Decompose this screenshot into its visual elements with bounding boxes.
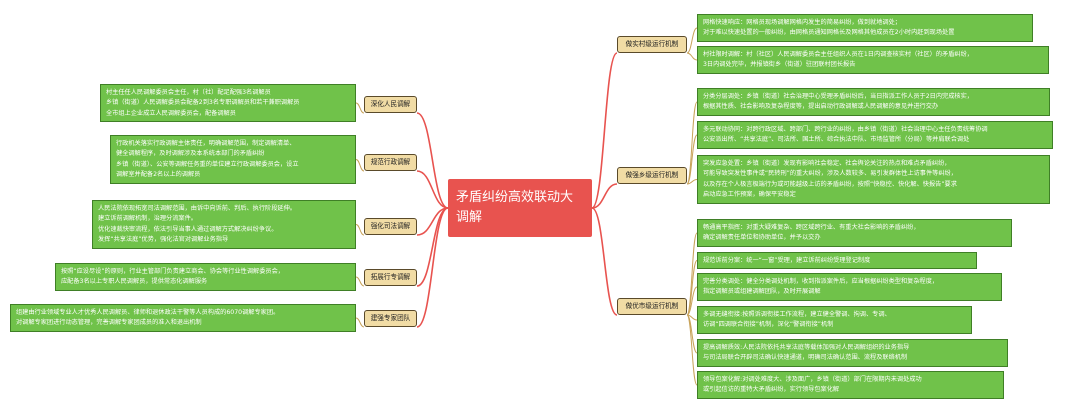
leaf-judicial-1[interactable]: 人民法院依现拓宽司法调解范围，由诉中向诉前、判后、执行阶段延伸。 建立诉前调解机… <box>92 200 356 249</box>
branch-label: 做实村级运行机制 <box>625 40 679 48</box>
leaf-line: 应配备3名以上专职人民调解员，提供常态化调解服务 <box>61 278 208 286</box>
leaf-line: 指定调解员或组建调解团队，及时开展调解 <box>703 288 821 296</box>
leaf-administrative-1[interactable]: 行政机关落实行政调解主体责任，明确调解范围，制定调解清单、 健全调解程序，及时调… <box>110 135 356 184</box>
leaf-line: 与司法局联合开辟司法确认快速通道，明确司法确认范围、流程及联络机制 <box>703 354 908 362</box>
branch-label: 规范行政调解 <box>370 158 411 166</box>
branch-label: 建强专家团队 <box>370 314 411 322</box>
leaf-township-3[interactable]: 突发应急处置：乡镇（街道）发现有影响社会稳定、社会舆论关注的热点和难点矛盾纠纷，… <box>697 155 1050 204</box>
leaf-city-1[interactable]: 畅通高平指挥：对重大疑难复杂、跨区域跨行业、有重大社会影响的矛盾纠纷， 确定调解… <box>697 219 1012 247</box>
branch-label: 做优市级运行机制 <box>625 302 679 310</box>
leaf-line: 启动应急工作预案，确保平安稳定 <box>703 190 796 198</box>
leaf-line: 健全调解程序，及时调解涉及本系统本部门的矛盾纠纷 <box>116 150 265 158</box>
connector <box>416 112 449 209</box>
branch-label: 强化司法调解 <box>370 222 411 230</box>
branch-village[interactable]: 做实村级运行机制 <box>617 36 687 53</box>
branch-label: 做强乡级运行机制 <box>625 171 679 179</box>
connector <box>686 314 698 386</box>
connector <box>591 207 618 316</box>
connector <box>591 52 618 209</box>
leaf-line: 多调无缝衔接:按照诉调衔接工作流程，建立健全警调、拘调、专调、 <box>703 311 891 318</box>
leaf-city-2[interactable]: 规范诉前分案：统一“一窗”受理，建立诉前纠纷受理登记制度 <box>697 252 977 269</box>
branch-expert[interactable]: 建强专家团队 <box>364 310 417 327</box>
leaf-city-6[interactable]: 领导包案化解:对调处难度大、涉及面广，乡镇（街道）部门在限期内未调处成功 或引起… <box>697 371 1004 399</box>
leaf-deepen-1[interactable]: 村主任任人民调解委员会主任，村（社）配足配强3名调解员 乡镇（街道）人民调解委员… <box>100 84 356 122</box>
leaf-line: 突发应急处置：乡镇（街道）发现有影响社会稳定、社会舆论关注的热点和难点矛盾纠纷， <box>703 160 951 167</box>
leaf-line: 乡镇（街道）人民调解委员会配备2到3名专职调解员和若干兼职调解员 <box>106 99 300 107</box>
leaf-line: 调解室并配备2名以上的调解员 <box>116 170 201 178</box>
root-node[interactable]: 矛盾纠纷高效联动大调解 <box>448 179 592 237</box>
connector <box>686 101 698 185</box>
leaf-city-5[interactable]: 提高调解质效:人民法院依托共享法庭等载体加强对人民调解组织的业务指导 与司法局联… <box>697 339 1008 367</box>
leaf-line: 根据其性质、社会影响及复杂程度等，提出启动行政调解或人民调解的意见并进行交办 <box>703 103 939 111</box>
branch-label: 拓展行专调解 <box>370 273 411 281</box>
leaf-village-2[interactable]: 村社限时调解：村（社区）人民调解委员会主任组织人员在1日内调查核实村（社区）的矛… <box>697 46 1049 74</box>
leaf-line: 确定调解责任单位和协助单位，并予以交办 <box>703 234 821 242</box>
connector <box>416 207 449 287</box>
branch-judicial[interactable]: 强化司法调解 <box>364 218 417 235</box>
leaf-line: 畅通高平指挥：对重大疑难复杂、跨区域跨行业、有重大社会影响的矛盾纠纷， <box>703 224 920 231</box>
leaf-line: 网格快速响应：网格员现场调解网格内发生的简易纠纷，做到就地调处； <box>703 19 901 26</box>
leaf-line: 公安派出所、“共享法庭”、司法所、国土所、综合执法中队、市场监管所（分局）等并肩… <box>703 136 970 144</box>
leaf-line: 按照“应设尽设”的原则，行业主管部门负责建立商会、协会等行业性调解委员会， <box>61 268 284 275</box>
connector <box>416 170 449 209</box>
leaf-line: 规范诉前分案：统一“一窗”受理，建立诉前纠纷受理登记制度 <box>703 257 871 264</box>
leaf-city-4[interactable]: 多调无缝衔接:按照诉调衔接工作流程，建立健全警调、拘调、专调、 访调“四调联合衔… <box>697 306 972 334</box>
connector <box>686 27 698 54</box>
leaf-line: 村主任任人民调解委员会主任，村（社）配足配强3名调解员 <box>106 89 271 96</box>
leaf-line: 多元联动协同：对跨行政区域、跨部门、跨行业的纠纷，由乡镇（街道）社会治理中心主任… <box>703 126 988 133</box>
leaf-township-1[interactable]: 分类分层调处：乡镇（街道）社会治理中心受理矛盾纠纷后，当日指派工作人员于2日内完… <box>697 88 1050 116</box>
leaf-line: 以及存在个人极言极端行为或可能越级上访的矛盾纠纷，按照“快稳控、快化解、快报告”… <box>703 180 957 188</box>
branch-administrative[interactable]: 规范行政调解 <box>364 154 417 171</box>
leaf-line: 或引起信访的重特大矛盾纠纷，实行领导包案化解 <box>703 386 840 394</box>
leaf-line: 行政机关落实行政调解主体责任，明确调解范围，制定调解清单、 <box>116 140 296 147</box>
connector <box>686 134 698 185</box>
leaf-line: 完善分类调处：健全分类调处机制，收到指派案件后，应当根据纠纷类型和复杂程度， <box>703 278 939 285</box>
connector <box>686 52 698 61</box>
leaf-industry-1[interactable]: 按照“应设尽设”的原则，行业主管部门负责建立商会、协会等行业性调解委员会， 应配… <box>55 263 356 291</box>
leaf-line: 建立诉前调解机制，治理分流案件。 <box>98 215 197 223</box>
root-title: 矛盾纠纷高效联动大调解 <box>456 190 574 225</box>
leaf-line: 人民法院依现拓宽司法调解范围，由诉中向诉前、判后、执行阶段延伸。 <box>98 205 296 212</box>
leaf-line: 发挥“共享法庭”优势，强化法官对调解业务指导 <box>98 235 229 243</box>
leaf-line: 对于难以快速处置的一般纠纷，由网格员通知网格长及网格其他成员在2小时内赶到现场处… <box>703 29 955 37</box>
connector <box>355 224 365 236</box>
leaf-line: 优化速裁快审流程，依法引导当事人通过调解方式解决纠纷争议。 <box>98 225 278 233</box>
leaf-expert-1[interactable]: 组建由行业领域专业人才优秀人民调解员、律师和退休政法干警等人员构成的6070调解… <box>10 304 356 332</box>
connector <box>686 286 698 316</box>
connector <box>591 183 618 209</box>
connector <box>355 159 365 172</box>
connector <box>355 317 365 328</box>
leaf-township-2[interactable]: 多元联动协同：对跨行政区域、跨部门、跨行业的纠纷，由乡镇（街道）社会治理中心主任… <box>697 121 1053 149</box>
leaf-city-3[interactable]: 完善分类调处：健全分类调处机制，收到指派案件后，应当根据纠纷类型和复杂程度， 指… <box>697 273 1002 301</box>
connector <box>355 102 365 114</box>
connector <box>686 179 698 185</box>
connector <box>355 276 365 287</box>
branch-deepen[interactable]: 深化人民调解 <box>364 96 417 113</box>
leaf-line: 乡镇（街道）、公安等调解任务重的单位建立行政调解委员会，设立 <box>116 160 299 168</box>
leaf-line: 访调“四调联合衔接”机制，深化“警调衔接”机制 <box>703 321 834 329</box>
leaf-line: 提高调解质效:人民法院依托共享法庭等载体加强对人民调解组织的业务指导 <box>703 344 910 351</box>
leaf-line: 可能导致突发性事件或“民转刑”的重大纠纷，涉及人数较多、易引发群体性上访事件等纠… <box>703 170 957 178</box>
connector <box>416 207 449 328</box>
leaf-line: 分类分层调处：乡镇（街道）社会治理中心受理矛盾纠纷后，当日指派工作人员于2日内完… <box>703 93 973 100</box>
branch-township[interactable]: 做强乡级运行机制 <box>617 167 687 184</box>
leaf-line: 村社限时调解：村（社区）人民调解委员会主任组织人员在1日内调查核实村（社区）的矛… <box>703 51 973 58</box>
branch-city[interactable]: 做优市级运行机制 <box>617 298 687 315</box>
leaf-line: 3日内调处完毕，并报镇街乡（街道）驻团联村团长报告 <box>703 61 856 69</box>
leaf-line: 领导包案化解:对调处难度大、涉及面广，乡镇（街道）部门在限期内未调处成功 <box>703 376 922 383</box>
leaf-line: 组建由行业领域专业人才优秀人民调解员、律师和退休政法干警等人员构成的6070调解… <box>16 309 280 316</box>
branch-label: 深化人民调解 <box>370 100 411 108</box>
leaf-line: 对调解专家团进行动态管理，完善调解专家团成员的准入和退出机制 <box>16 319 202 327</box>
leaf-line: 全市组上企业成立人民调解委员会，配备调解员 <box>106 109 236 117</box>
leaf-village-1[interactable]: 网格快速响应：网格员现场调解网格内发生的简易纠纷，做到就地调处； 对于难以快速处… <box>697 14 1033 42</box>
branch-industry[interactable]: 拓展行专调解 <box>364 269 417 286</box>
